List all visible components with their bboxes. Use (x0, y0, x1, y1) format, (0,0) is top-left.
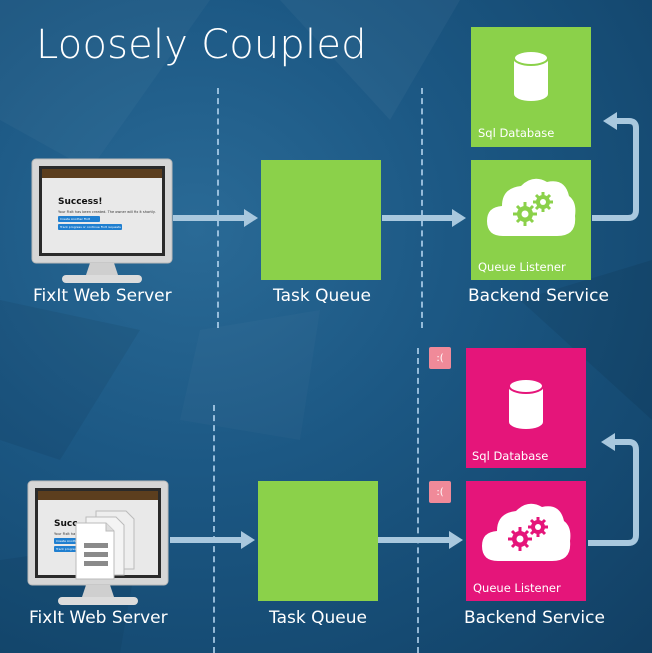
success-heading: Success! (58, 197, 103, 207)
divider-line (213, 405, 215, 653)
create-another-button[interactable]: Create Anothe (54, 538, 82, 544)
task-queue-label: Task Queue (273, 286, 371, 306)
divider-line (417, 348, 419, 653)
task-queue-label-bottom: Task Queue (269, 608, 367, 628)
sql-database-tile: Sql Database (471, 27, 591, 147)
cloud-gears-icon (482, 503, 571, 561)
web-server-label-bottom: FixIt Web Server (29, 608, 168, 628)
queue-listener-tile: Queue Listener (471, 160, 591, 280)
divider-line (217, 88, 219, 328)
success-body: Your FixIt has be (54, 532, 83, 536)
success-heading: Succ (54, 519, 78, 529)
web-server-monitor-bottom: Succ Your FixIt has be Create Anothe Tra… (27, 480, 169, 613)
backend-service-label: Backend Service (468, 286, 609, 306)
backend-service-label-bottom: Backend Service (464, 608, 605, 628)
success-body: Your FixIt has been created. The owner w… (58, 210, 156, 214)
queue-listener-caption: Queue Listener (478, 260, 566, 274)
document-stack-icon (75, 510, 135, 580)
divider-line (421, 88, 423, 328)
browser-bar (42, 169, 162, 178)
error-badge-sql: :( (429, 347, 451, 369)
arrow-backend-to-sql-bottom (588, 439, 639, 546)
track-progress-button[interactable]: Track progress or continue FixIt request… (58, 224, 122, 230)
create-another-button[interactable]: Create Another FixIt (58, 216, 100, 222)
database-icon (513, 50, 549, 101)
task-queue-tile-bottom (258, 481, 378, 601)
web-server-monitor: Success! Your FixIt has been created. Th… (31, 158, 173, 291)
queue-listener-caption: Queue Listener (473, 581, 561, 595)
task-queue-tile (261, 160, 381, 280)
queue-listener-tile-bottom: Queue Listener (466, 481, 586, 601)
error-badge-listener: :( (429, 481, 451, 503)
track-progress-button[interactable]: Track progress (54, 546, 82, 552)
monitor-screen: Success! Your FixIt has been created. Th… (42, 169, 162, 253)
database-icon (508, 378, 544, 429)
browser-bar (38, 491, 158, 500)
cloud-gears-icon (487, 178, 576, 236)
sql-database-tile-bottom: Sql Database (466, 348, 586, 468)
sql-database-caption: Sql Database (478, 126, 555, 140)
arrow-backend-to-sql-top (592, 118, 639, 221)
web-server-label: FixIt Web Server (33, 286, 172, 306)
sql-database-caption: Sql Database (472, 449, 549, 463)
slide-title: Loosely Coupled (36, 22, 367, 68)
